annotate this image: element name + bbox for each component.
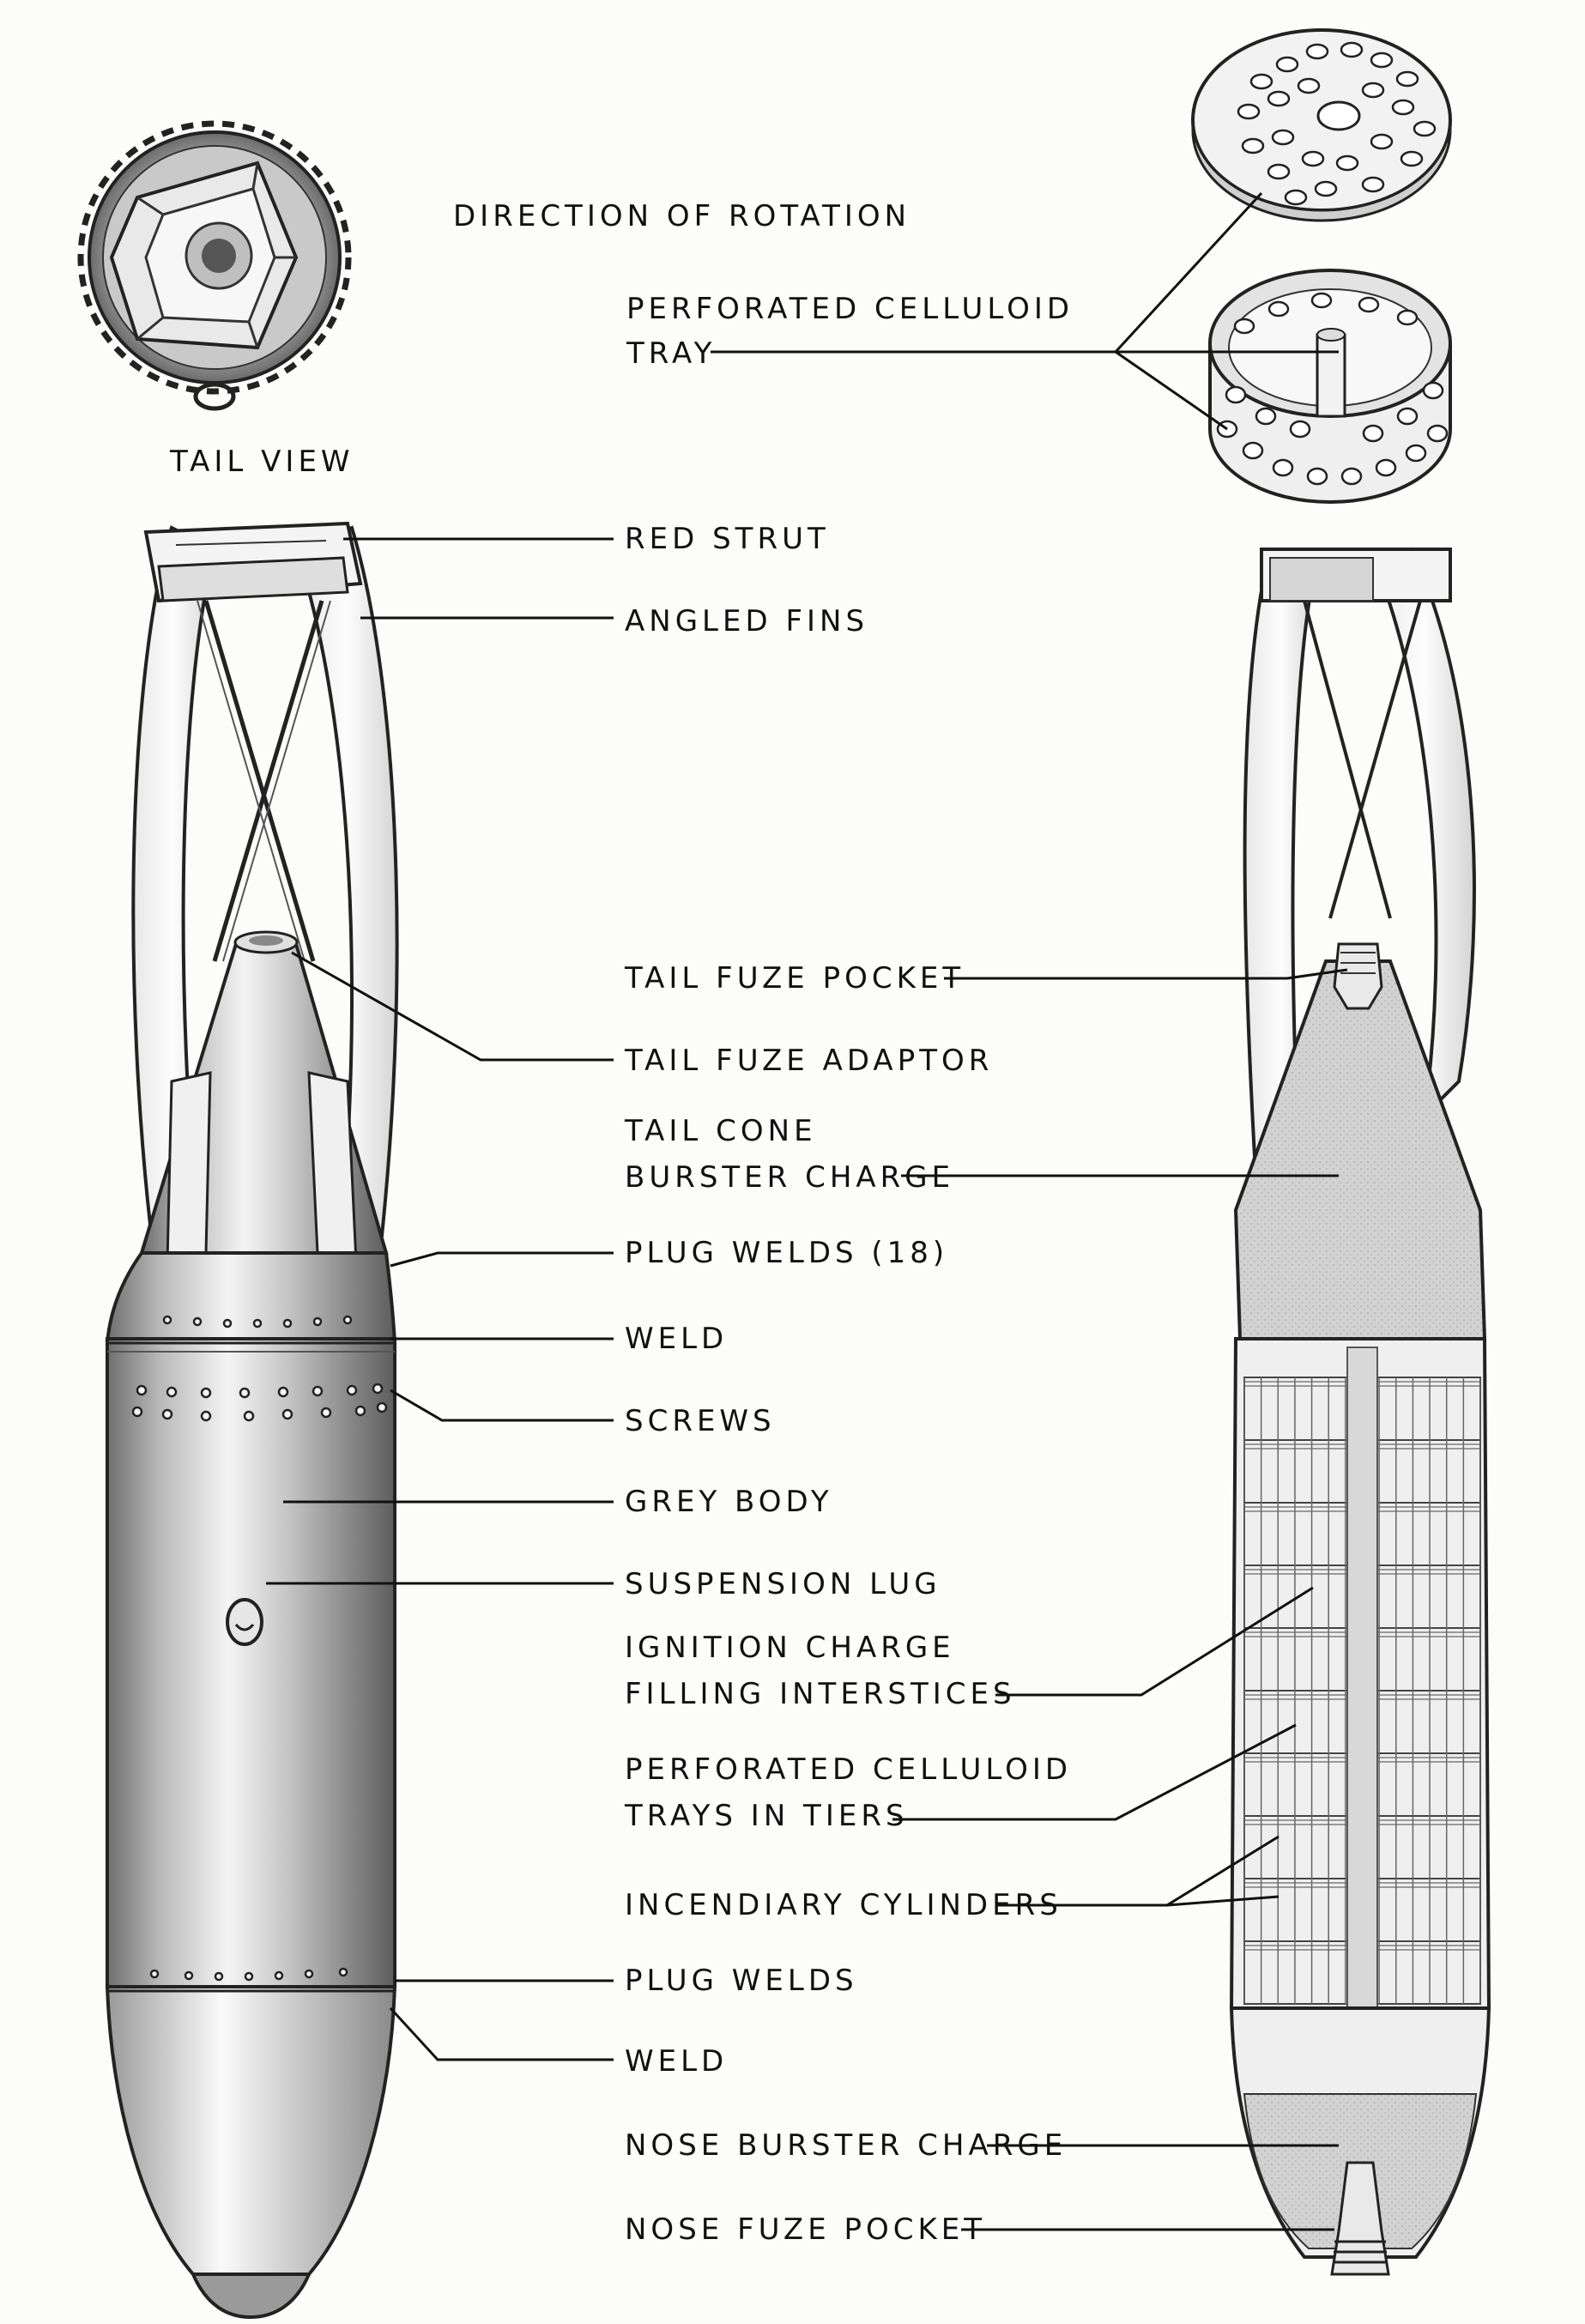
label-line-1: IGNITION CHARGE <box>625 1631 955 1665</box>
label-red-strut: RED STRUT <box>625 522 830 556</box>
label-line-2: BURSTER CHARGE <box>625 1160 955 1195</box>
label-line-2: FILLING INTERSTICES <box>625 1677 1016 1711</box>
label-incendiary-cylinders: INCENDIARY CYLINDERS <box>625 1888 1062 1922</box>
label-suspension-lug: SUSPENSION LUG <box>625 1567 941 1601</box>
label-screws: SCREWS <box>625 1404 776 1438</box>
label-nose-fuze-pocket: NOSE FUZE POCKET <box>625 2212 987 2247</box>
label-tail-fuze-pocket: TAIL FUZE POCKET <box>625 961 965 996</box>
label-perforated-trays-in-tiers: PERFORATED CELLULOID TRAYS IN TIERS <box>625 1752 1072 1833</box>
label-plug-welds: PLUG WELDS <box>625 1964 858 1998</box>
label-line-2: TRAY <box>626 336 717 371</box>
label-line-1: PERFORATED CELLULOID <box>625 1752 1073 1787</box>
label-direction-of-rotation: DIRECTION OF ROTATION <box>453 199 911 233</box>
label-line-2: TRAYS IN TIERS <box>625 1799 909 1833</box>
label-line-1: PERFORATED CELLULOID <box>626 292 1074 326</box>
label-ignition-charge: IGNITION CHARGE FILLING INTERSTICES <box>625 1631 1016 1711</box>
label-tail-fuze-adaptor: TAIL FUZE ADAPTOR <box>625 1044 994 1078</box>
label-plug-welds-18: PLUG WELDS (18) <box>625 1236 949 1270</box>
bomb-exterior <box>105 521 399 2320</box>
label-grey-body: GREY BODY <box>625 1485 833 1519</box>
label-weld-lower: WELD <box>625 2044 729 2079</box>
label-nose-burster-charge: NOSE BURSTER CHARGE <box>625 2128 1068 2163</box>
bomb-section <box>1229 547 1491 2276</box>
leader-lines <box>266 191 1348 2231</box>
label-weld-upper: WELD <box>625 1322 729 1356</box>
label-tail-view: TAIL VIEW <box>170 445 354 479</box>
label-perforated-celluloid-tray: PERFORATED CELLULOID TRAY <box>626 292 1074 371</box>
label-tail-cone-burster-charge: TAIL CONE BURSTER CHARGE <box>625 1114 954 1195</box>
tail-view-figure <box>77 120 352 411</box>
label-angled-fins: ANGLED FINS <box>625 604 869 638</box>
tray-lid <box>1191 28 1452 222</box>
tray-base <box>1208 269 1452 504</box>
label-line-1: TAIL CONE <box>625 1114 817 1148</box>
